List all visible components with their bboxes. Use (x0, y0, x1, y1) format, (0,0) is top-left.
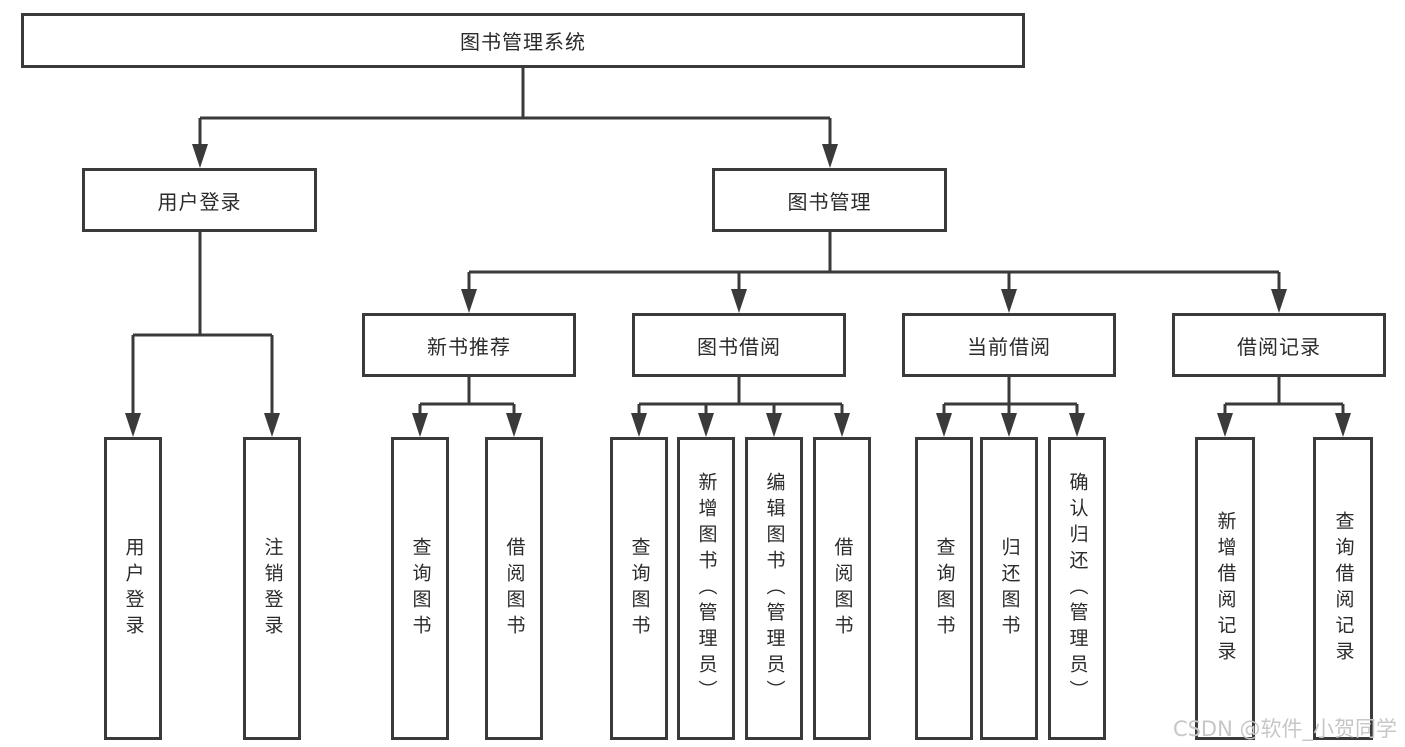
leaf-records-query-record-label: 查询借阅记录 (1332, 510, 1355, 667)
leaf-records-add-record: 新增借阅记录 (1195, 437, 1255, 740)
node-root-library-management-system: 图书管理系统 (21, 13, 1025, 68)
node-new-book-recommendation: 新书推荐 (362, 313, 576, 377)
leaf-recommend-query-books: 查询图书 (391, 437, 449, 740)
node-book-borrowing: 图书借阅 (632, 313, 846, 377)
node-borrowing-records: 借阅记录 (1172, 313, 1386, 377)
leaf-records-query-record: 查询借阅记录 (1313, 437, 1373, 740)
leaf-recommend-query-books-label: 查询图书 (409, 536, 432, 641)
leaf-borrowing-borrow-books-label: 借阅图书 (831, 536, 854, 641)
leaf-user-login: 用户登录 (104, 437, 162, 740)
leaf-borrowing-query-books-label: 查询图书 (628, 536, 651, 641)
leaf-logout: 注销登录 (243, 437, 301, 740)
leaf-current-confirm-return-admin-label: 确认归还（管理员） (1066, 471, 1089, 706)
leaf-borrowing-add-books-admin: 新增图书（管理员） (677, 437, 735, 740)
leaf-borrowing-edit-books-admin: 编辑图书（管理员） (745, 437, 803, 740)
leaf-user-login-label: 用户登录 (122, 536, 145, 641)
node-user-login: 用户登录 (82, 168, 317, 232)
node-current-borrowing: 当前借阅 (902, 313, 1116, 377)
leaf-logout-label: 注销登录 (261, 536, 284, 641)
leaf-borrowing-query-books: 查询图书 (610, 437, 668, 740)
leaf-current-return-books: 归还图书 (980, 437, 1038, 740)
leaf-borrowing-edit-books-admin-label: 编辑图书（管理员） (763, 471, 786, 706)
leaf-borrowing-add-books-admin-label: 新增图书（管理员） (695, 471, 718, 706)
node-book-management: 图书管理 (712, 168, 947, 232)
leaf-recommend-borrow-books: 借阅图书 (485, 437, 543, 740)
leaf-current-query-books: 查询图书 (915, 437, 973, 740)
leaf-current-return-books-label: 归还图书 (998, 536, 1021, 641)
leaf-records-add-record-label: 新增借阅记录 (1214, 510, 1237, 667)
csdn-watermark: CSDN @软件_小贺同学 (1172, 717, 1397, 741)
leaf-borrowing-borrow-books: 借阅图书 (813, 437, 871, 740)
leaf-current-query-books-label: 查询图书 (933, 536, 956, 641)
leaf-recommend-borrow-books-label: 借阅图书 (503, 536, 526, 641)
leaf-current-confirm-return-admin: 确认归还（管理员） (1048, 437, 1106, 740)
